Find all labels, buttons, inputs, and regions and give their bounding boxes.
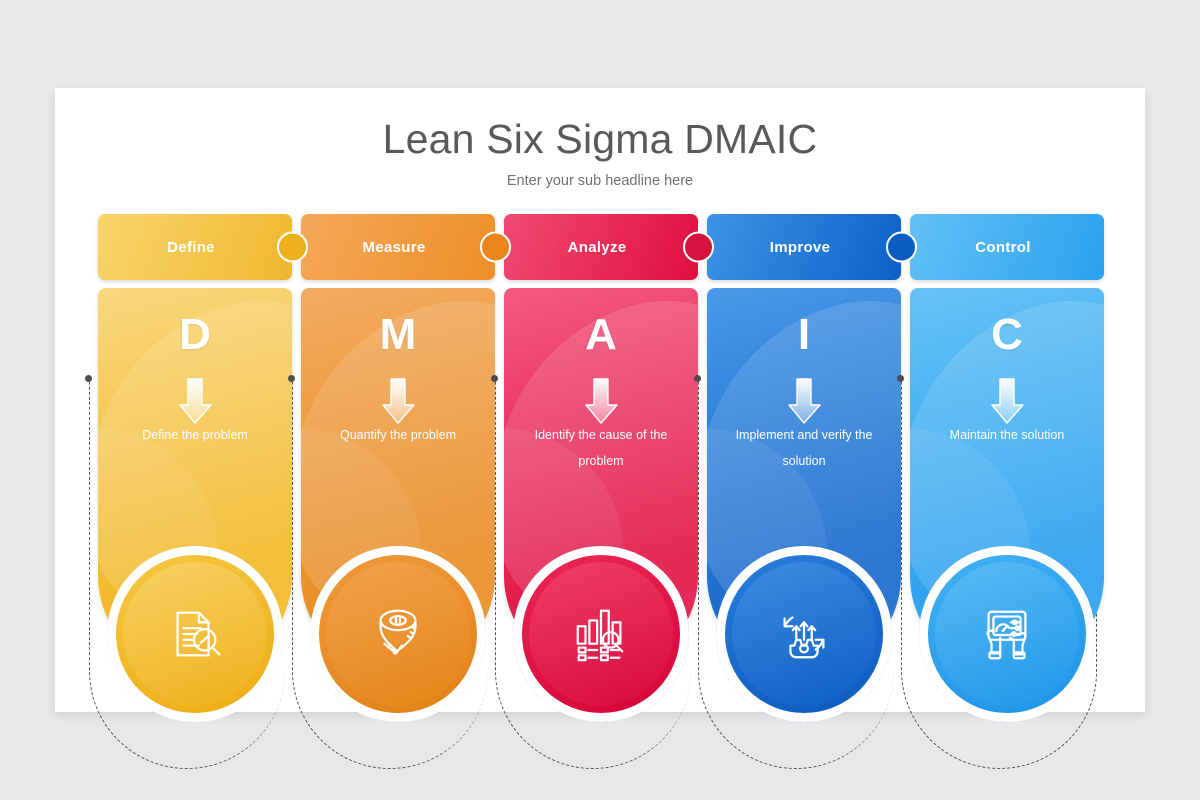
slide-canvas: Lean Six Sigma DMAIC Enter your sub head… [55,88,1145,769]
step-description: Define the problem [142,428,248,442]
step-body[interactable]: D Define the problem [98,288,292,722]
step-letter: A [585,310,617,359]
gear-growth-arrows-icon [773,603,835,665]
down-arrow-icon [585,378,618,424]
step-letter: D [179,310,211,359]
step-body[interactable]: A Identify the cause of the problem [504,288,698,722]
down-arrow [176,378,214,429]
step-body[interactable]: I Implement and verify the solution [707,288,901,722]
badge-white-ring [716,546,892,722]
down-arrow [379,378,417,429]
down-arrow-icon [788,378,821,424]
puzzle-connector-knob [886,231,917,263]
badge-white-ring [310,546,486,722]
step-letter: C [991,310,1023,359]
step-tab[interactable]: Improve [707,214,917,280]
puzzle-connector-knob [480,231,511,263]
step-tab-label: Improve [769,238,831,256]
step-tab-label: Measure [362,238,426,256]
puzzle-connector-knob [683,231,714,263]
dashed-outline-dot [85,375,92,382]
badge-inner-circle [732,562,876,706]
down-arrow-icon [179,378,212,424]
step-icon-badge[interactable] [716,546,892,722]
step-tab-label: Define [167,238,215,256]
step-description: Implement and verify the solution [735,428,873,468]
dashed-outline-dot [897,375,904,382]
badge-white-ring [107,546,283,722]
step-tab-surface[interactable]: Analyze [504,214,698,280]
step-tab[interactable]: Control [910,214,1104,280]
step-icon-badge[interactable] [513,546,689,722]
step-tab[interactable]: Measure [301,214,511,280]
step-letter: M [379,310,417,359]
step-tab-surface[interactable]: Improve [707,214,901,280]
badge-inner-circle [529,562,673,706]
step-tab-surface[interactable]: Define [98,214,292,280]
badge-white-ring [513,546,689,722]
badge-inner-circle [935,562,1079,706]
step-body[interactable]: M Quantify the problem [301,288,495,722]
step-tab-label: Control [975,238,1031,256]
page-subtitle: Enter your sub headline here [506,173,694,189]
step-tab[interactable]: Analyze [504,214,714,280]
down-arrow [582,378,620,429]
down-arrow-icon [382,378,415,424]
down-arrow-icon [991,378,1024,424]
document-magnifier-icon [164,603,226,665]
badge-inner-circle [326,562,470,706]
step-tab-label: Analyze [567,238,627,256]
step-icon-badge[interactable] [310,546,486,722]
puzzle-connector-knob [277,231,308,263]
step-description: Maintain the solution [949,428,1065,442]
dashed-outline-dot [288,375,295,382]
dashed-outline-dot [491,375,498,382]
bar-chart-magnifier-icon [570,603,632,665]
step-tab-surface[interactable]: Control [910,214,1104,280]
control-dashboard-icon [976,603,1038,665]
step-icon-badge[interactable] [919,546,1095,722]
down-arrow [988,378,1026,429]
page-title: Lean Six Sigma DMAIC [382,116,818,162]
step-icon-badge[interactable] [107,546,283,722]
step-description: Quantify the problem [339,428,457,442]
step-tab[interactable]: Define [98,214,308,280]
step-description: Identify the cause of the problem [534,428,668,468]
badge-white-ring [919,546,1095,722]
step-letter: I [797,310,811,359]
step-body[interactable]: C Maintain the solution [910,288,1104,722]
step-tab-surface[interactable]: Measure [301,214,495,280]
measuring-tape-icon [367,603,429,665]
down-arrow [785,378,823,429]
badge-inner-circle [123,562,267,706]
dashed-outline-dot [694,375,701,382]
